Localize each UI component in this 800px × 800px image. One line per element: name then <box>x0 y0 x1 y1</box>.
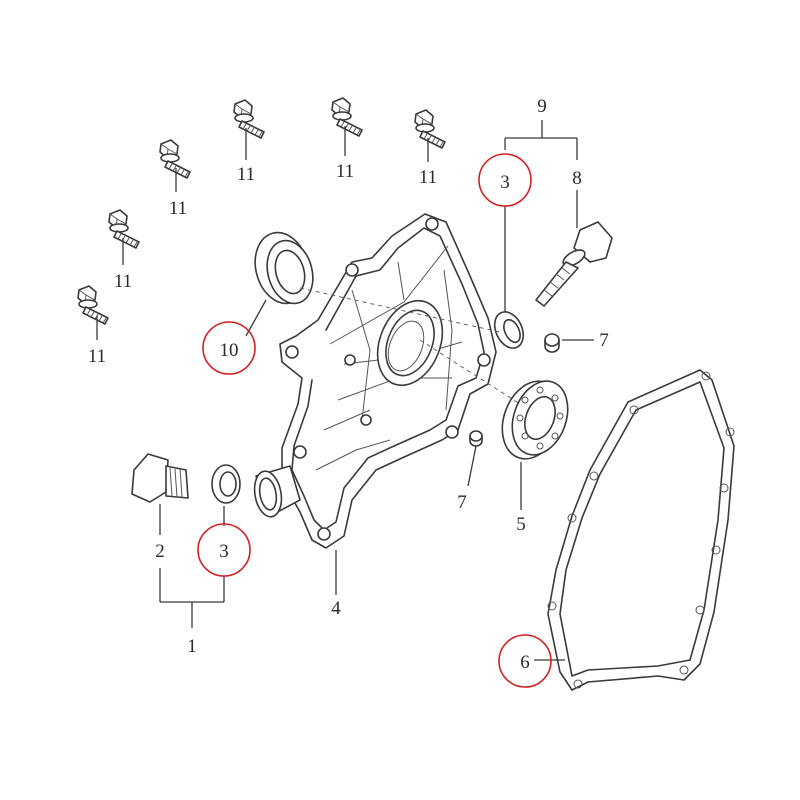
dowel-pin-7-lower <box>469 430 483 447</box>
bolt-11-e <box>108 209 140 249</box>
crankcase-cover <box>253 213 497 549</box>
bearing-5 <box>501 380 569 460</box>
bolt-11-f <box>77 285 109 325</box>
callout-9: 9 <box>537 96 547 117</box>
oil-seal-10 <box>254 231 314 305</box>
callout-1: 1 <box>187 636 197 657</box>
callout-11-a: 11 <box>237 164 255 185</box>
drain-plug-2 <box>131 453 189 503</box>
highlight-circle-3-upper <box>478 153 532 207</box>
bolt-11-b <box>331 97 363 137</box>
bolt-leaders <box>96 126 429 340</box>
callout-labels: 9 3 8 7 7 5 10 4 6 2 3 1 11 11 11 11 11 … <box>88 96 609 673</box>
highlight-circle-3-lower <box>197 523 251 577</box>
bolt-11-c <box>414 109 446 149</box>
callout-8: 8 <box>572 168 582 189</box>
gasket-6 <box>547 369 735 691</box>
callout-11-c: 11 <box>419 167 437 188</box>
callout-11-d: 11 <box>169 198 187 219</box>
callout-6: 6 <box>520 652 530 673</box>
callout-7-lower: 7 <box>457 492 467 513</box>
callout-7-upper: 7 <box>599 330 609 351</box>
callout-5: 5 <box>516 514 526 535</box>
dipstick-8 <box>535 221 613 307</box>
callout-4: 4 <box>331 598 341 619</box>
leader-lines <box>159 120 594 661</box>
callout-11-b: 11 <box>336 161 354 182</box>
alignment-lines <box>299 287 521 405</box>
callout-3-lower: 3 <box>219 541 229 562</box>
highlight-circles <box>197 153 552 688</box>
dowel-pin-7-upper <box>544 333 560 353</box>
callout-3-upper: 3 <box>500 172 510 193</box>
callout-11-f: 11 <box>88 346 106 367</box>
bolt-11-a <box>233 99 265 139</box>
callout-2: 2 <box>155 541 165 562</box>
washer-3-lower <box>211 464 241 504</box>
seal-ring-3-upper <box>493 311 525 349</box>
highlight-circle-6 <box>498 634 552 688</box>
callout-10: 10 <box>220 340 239 361</box>
callout-11-e: 11 <box>114 271 132 292</box>
bolt-11-d <box>159 139 191 179</box>
highlight-circle-10 <box>202 321 256 375</box>
